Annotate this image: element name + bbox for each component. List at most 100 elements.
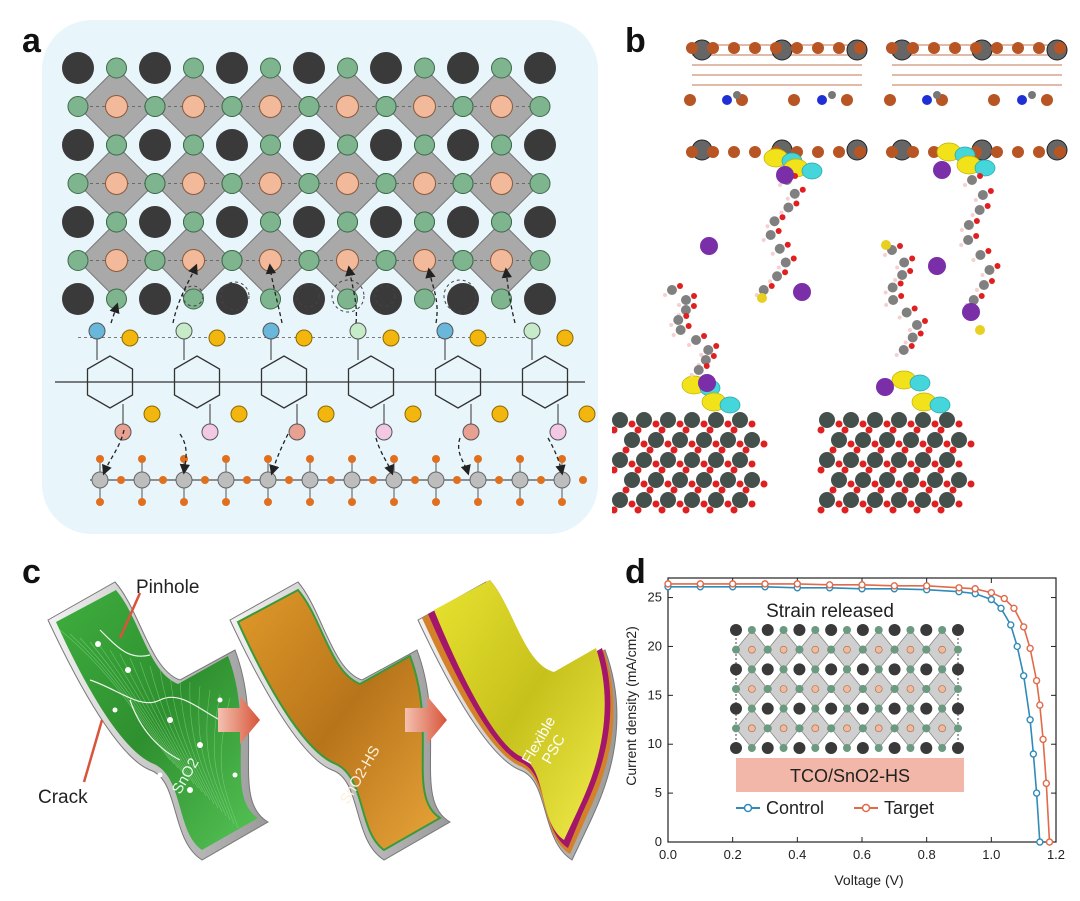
oxygen-atom xyxy=(908,343,915,349)
oxygen-atom xyxy=(898,293,905,299)
carbon-atom xyxy=(774,243,785,254)
inset-cation xyxy=(761,663,774,676)
inset-halide xyxy=(732,724,740,733)
interaction-arrow xyxy=(501,267,516,324)
inset-halide xyxy=(843,744,851,752)
tin-atom xyxy=(91,471,109,489)
hydrogen-atom xyxy=(959,228,964,232)
hydrogen-atom xyxy=(765,224,770,229)
iodide-atom xyxy=(749,42,761,54)
interaction-arrow xyxy=(269,433,289,476)
oxygen-atom xyxy=(243,476,251,484)
functional-group-bottom xyxy=(375,423,393,441)
y-tick-label: 15 xyxy=(648,687,662,702)
tin-atom xyxy=(624,472,640,488)
data-point-target xyxy=(890,582,899,590)
tin-atom xyxy=(903,472,919,488)
tin-atom xyxy=(612,452,628,468)
lead-ion xyxy=(490,172,513,195)
iodide-atom xyxy=(886,42,898,54)
oxygen-atom xyxy=(658,426,666,434)
tin-atom xyxy=(915,492,931,508)
inset-halide xyxy=(922,685,931,693)
interaction-arrow xyxy=(172,263,198,324)
hydrogen-atom xyxy=(768,279,773,284)
halide-ion xyxy=(491,211,512,233)
adsorbed-molecule xyxy=(959,173,1001,307)
halide-ion xyxy=(491,288,512,310)
iodide-atom xyxy=(684,94,696,106)
sugar-ring xyxy=(260,355,308,409)
interaction-arrow xyxy=(345,265,358,324)
halide-ion xyxy=(452,250,474,271)
oxygen-atom xyxy=(775,228,782,234)
inset-lead xyxy=(779,685,788,693)
a-site-cation xyxy=(216,206,248,238)
halide-ion xyxy=(144,96,166,117)
oxygen-atom xyxy=(96,455,104,463)
inset-halide xyxy=(890,645,899,654)
oxygen-atom xyxy=(640,440,648,448)
iodide-atom xyxy=(833,146,845,158)
carbon-atom xyxy=(911,320,922,330)
halide-ion xyxy=(67,250,89,271)
data-point-target xyxy=(955,584,963,592)
hydrogen-atom xyxy=(973,198,978,202)
inset-halide xyxy=(858,645,867,654)
tin-atom xyxy=(927,472,943,488)
oxygen-atom xyxy=(652,500,660,508)
oxygen-atom xyxy=(859,500,867,508)
oxygen-atom xyxy=(736,440,744,448)
oxygen-atom xyxy=(411,476,419,484)
y-axis-label: Current density (mA/cm2) xyxy=(623,626,639,785)
potassium-ion xyxy=(700,237,718,255)
inset-lead xyxy=(811,645,820,654)
inset-halide xyxy=(858,724,867,733)
iodide-atom xyxy=(907,42,919,54)
iodide-atom xyxy=(686,146,698,158)
carbon-atom xyxy=(977,190,988,200)
oxygen-atom xyxy=(634,506,642,514)
iodide-atom xyxy=(854,42,866,54)
inset-cation xyxy=(761,742,774,754)
a-site-cation xyxy=(524,283,556,315)
halide-ion xyxy=(375,173,397,194)
tin-atom xyxy=(843,492,859,508)
halide-ion xyxy=(414,134,435,156)
tin-atom xyxy=(732,412,748,428)
tin-atom xyxy=(867,452,883,468)
lead-ion xyxy=(105,249,128,272)
inset-halide xyxy=(890,724,899,733)
tin-atom xyxy=(217,471,235,489)
oxygen-atom xyxy=(847,480,855,488)
inset-lead xyxy=(906,685,915,693)
halide-ion xyxy=(67,96,89,117)
oxygen-atom xyxy=(817,466,825,474)
oxygen-atom xyxy=(159,476,167,484)
hydrogen-atom xyxy=(963,183,967,187)
lead-ion xyxy=(182,249,205,272)
molecular-bridge xyxy=(55,322,596,441)
oxygen-atom xyxy=(925,486,933,494)
chart-series xyxy=(664,580,1054,846)
sugar-ring xyxy=(173,355,221,409)
hydrogen-atom xyxy=(970,213,975,217)
charge-depletion xyxy=(801,162,823,180)
tin-atom xyxy=(660,412,676,428)
halide-ion xyxy=(298,173,320,194)
vacancy xyxy=(182,285,204,307)
oxygen-atom xyxy=(628,420,636,428)
oxygen-atom xyxy=(701,333,708,339)
y-tick-label: 0 xyxy=(655,834,662,849)
halide-ion xyxy=(337,288,358,310)
a-site-cation xyxy=(139,129,171,161)
panel-a-letter: a xyxy=(22,22,41,60)
inset-halide xyxy=(874,744,883,752)
carbon-atom xyxy=(783,202,794,213)
tin-atom xyxy=(843,412,859,428)
inset-halide xyxy=(827,685,836,693)
carbon-atom xyxy=(693,365,704,375)
oxygen-atom xyxy=(712,440,720,448)
vacancy xyxy=(220,281,250,311)
a-site-cation xyxy=(370,283,402,315)
